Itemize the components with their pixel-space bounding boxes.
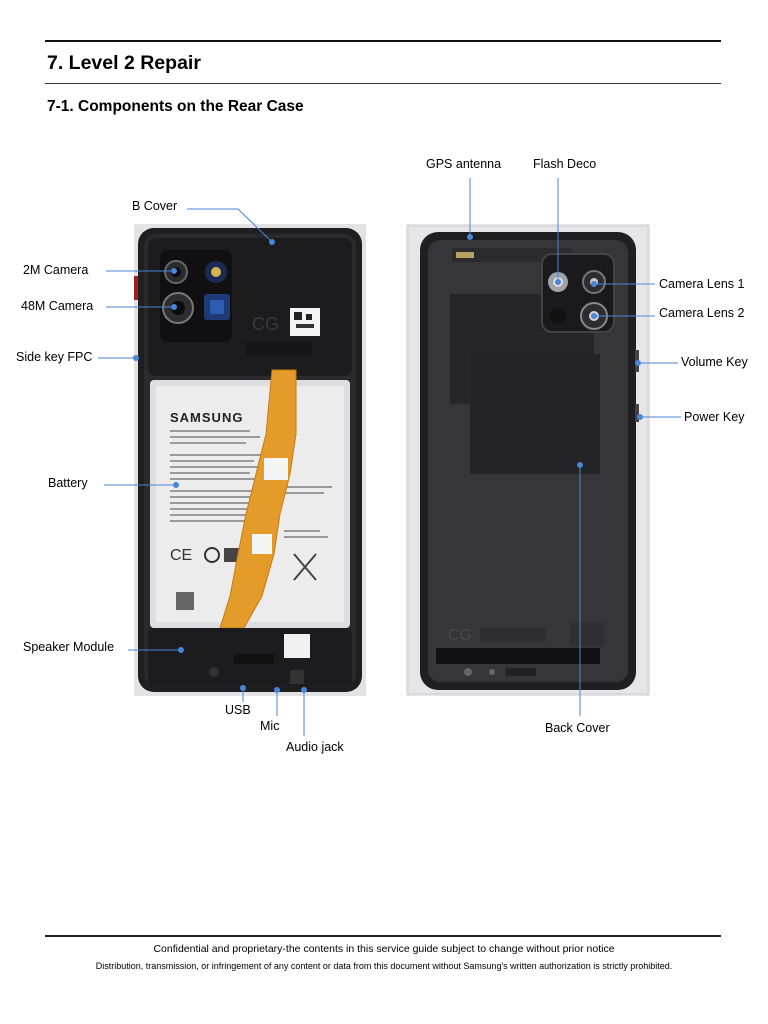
battery-brand: SAMSUNG [170,410,243,425]
back-cover-photo: CG [406,224,650,696]
label-flash-deco: Flash Deco [533,157,597,171]
label-camera-lens-2: Camera Lens 2 [659,306,745,320]
label-gps-antenna: GPS antenna [426,157,502,171]
label-camera-lens-1: Camera Lens 1 [659,277,745,291]
header-bottom-rule [45,83,721,84]
cg-mark-left: CG [252,314,279,334]
rear-case-open-photo: CG SAMSUNG CE [134,224,366,696]
label-speaker-module: Speaker Module [23,640,115,654]
label-back-cover: Back Cover [545,721,610,735]
label-side-key-fpc: Side key FPC [16,350,93,364]
footer-distribution-notice: Distribution, transmission, or infringem… [95,961,673,971]
footer-rule [45,935,721,937]
header-top-rule [45,40,721,42]
label-battery: Battery [48,476,88,490]
label-b-cover: B Cover [132,199,178,213]
label-48m-camera: 48M Camera [21,299,94,313]
label-power-key: Power Key [684,410,745,424]
label-volume-key: Volume Key [681,355,748,369]
footer-confidential-notice: Confidential and proprietary-the content… [153,943,615,955]
subsection-title: 7-1. Components on the Rear Case [47,98,304,115]
label-mic: Mic [260,719,280,733]
label-usb: USB [225,703,251,717]
section-title: 7. Level 2 Repair [47,52,201,74]
cg-mark-right: CG [448,627,472,644]
label-audio-jack: Audio jack [286,740,344,754]
ce-mark: CE [170,547,192,564]
power-key-part [635,404,639,422]
label-2m-camera: 2M Camera [23,263,89,277]
